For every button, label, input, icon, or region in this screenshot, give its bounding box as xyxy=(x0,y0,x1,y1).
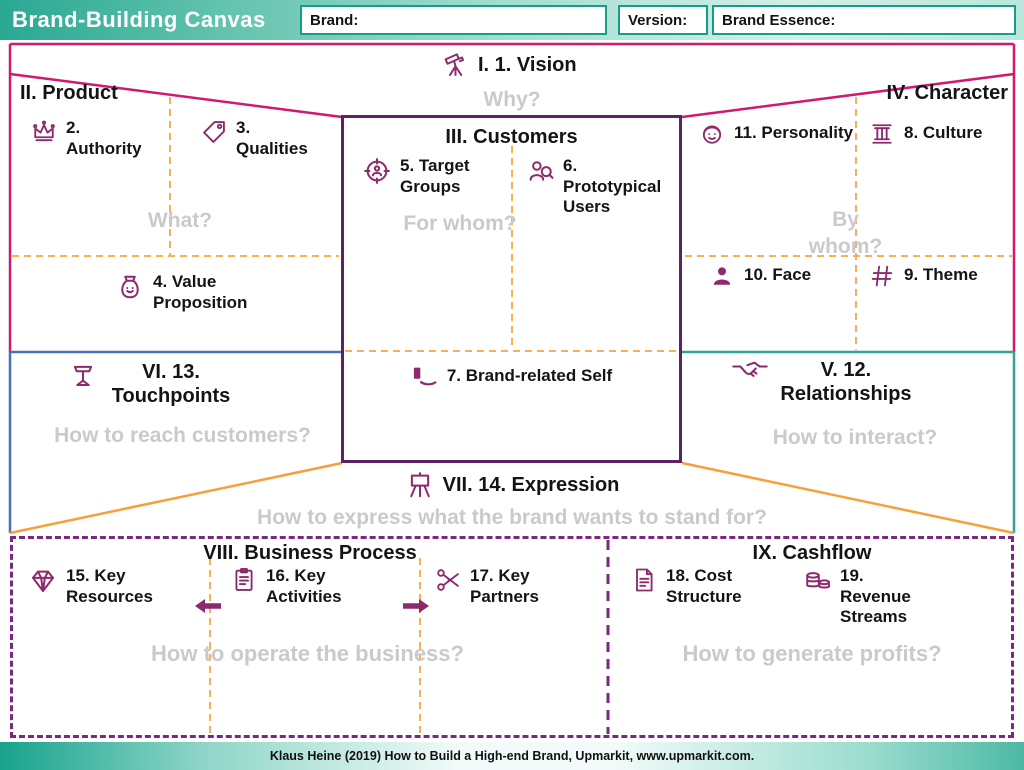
hashtag-icon xyxy=(868,262,896,290)
business-process-question: How to operate the business? xyxy=(151,641,464,666)
document-icon xyxy=(630,566,658,594)
section-title-cashflow: IX. Cashflow xyxy=(752,542,872,564)
person-bust-icon xyxy=(708,262,736,290)
face-smile-icon xyxy=(698,120,726,148)
relationships-question: How to interact? xyxy=(772,426,938,449)
citation-text: Klaus Heine (2019) How to Build a High-e… xyxy=(269,749,755,763)
business-process-cashflow-box xyxy=(10,536,1014,738)
user-search-icon xyxy=(525,156,555,186)
qualities-label: 3. Qualities xyxy=(236,118,308,158)
lectern-icon xyxy=(68,360,98,390)
relationships-title: V. 12. Relationships xyxy=(780,359,912,406)
culture-label: 8. Culture xyxy=(904,123,983,142)
header-bar: Brand-Building Canvas Brand: Version: Br… xyxy=(0,0,1024,40)
moneybag-icon xyxy=(115,272,145,302)
footer-bar: Klaus Heine (2019) How to Build a High-e… xyxy=(0,742,1024,770)
version-field[interactable]: Version: xyxy=(618,5,708,35)
item-cost-structure: 18. Cost Structure xyxy=(630,566,748,607)
touchpoints-title: VI. 13. Touchpoints xyxy=(111,361,231,408)
key-activities-label: 16. Key Activities xyxy=(266,566,342,606)
coins-icon xyxy=(802,566,832,596)
item-key-partners: 17. Key Partners xyxy=(434,566,548,607)
vision-block: I. 1. Vision xyxy=(440,50,577,80)
section-title-product: II. Product xyxy=(20,82,118,104)
clipboard-icon xyxy=(230,566,258,594)
version-field-label: Version: xyxy=(628,11,688,29)
item-face: 10. Face xyxy=(708,262,811,290)
item-personality: 11. Personality xyxy=(698,120,853,148)
arrow-left-icon xyxy=(195,598,221,619)
expression-block: VII. 14. Expression xyxy=(352,470,672,500)
relationships-block: V. 12. Relationships xyxy=(732,358,916,407)
target-groups-label: 5. Target Groups xyxy=(400,156,470,196)
gem-icon xyxy=(28,566,58,596)
page-title: Brand-Building Canvas xyxy=(12,7,266,32)
cashflow-question: How to generate profits? xyxy=(682,641,942,666)
value-proposition-label: 4. Value Proposition xyxy=(153,272,248,312)
theme-label: 9. Theme xyxy=(904,265,978,284)
brand-essence-field[interactable]: Brand Essence: xyxy=(712,5,1016,35)
expression-title: VII. 14. Expression xyxy=(442,474,620,496)
brand-related-self-label: 7. Brand-related Self xyxy=(446,366,613,385)
brand-essence-field-label: Brand Essence: xyxy=(722,11,836,29)
item-authority: 2. Authority xyxy=(30,118,146,159)
section-title-business-process: VIII. Business Process xyxy=(203,542,417,564)
item-value-proposition: 4. Value Proposition xyxy=(115,272,253,313)
key-resources-label: 15. Key Resources xyxy=(66,566,153,606)
scissors-icon xyxy=(434,566,462,594)
brand-field-label: Brand: xyxy=(310,11,359,29)
item-key-activities: 16. Key Activities xyxy=(230,566,346,607)
customers-question: For whom? xyxy=(403,212,517,235)
section-title-customers: III. Customers xyxy=(445,126,578,148)
crown-icon xyxy=(30,118,58,146)
brand-field[interactable]: Brand: xyxy=(300,5,607,35)
easel-icon xyxy=(405,470,435,500)
face-label: 10. Face xyxy=(744,265,812,284)
personality-label: 11. Personality xyxy=(734,123,854,142)
item-brand-related-self: 7. Brand-related Self xyxy=(341,363,682,391)
authority-label: 2. Authority xyxy=(66,118,142,158)
item-revenue-streams: 19. Revenue Streams xyxy=(802,566,935,628)
touchpoints-block: VI. 13. Touchpoints xyxy=(68,360,236,409)
customers-box xyxy=(341,115,682,463)
arrow-right-icon xyxy=(403,598,429,619)
item-key-resources: 15. Key Resources xyxy=(28,566,156,607)
item-culture: 8. Culture xyxy=(868,120,982,148)
item-target-groups: 5. Target Groups xyxy=(362,156,478,197)
prototypical-users-label: 6. Prototypical Users xyxy=(563,156,662,217)
tag-icon xyxy=(200,118,228,146)
item-theme: 9. Theme xyxy=(868,262,978,290)
vision-question: Why? xyxy=(483,88,541,111)
expression-question: How to express what the brand wants to s… xyxy=(257,506,767,529)
revenue-streams-label: 19. Revenue Streams xyxy=(840,566,911,627)
telescope-icon xyxy=(440,50,470,80)
target-icon xyxy=(362,156,392,186)
item-prototypical-users: 6. Prototypical Users xyxy=(525,156,663,218)
column-icon xyxy=(868,120,896,148)
vision-title: I. 1. Vision xyxy=(478,54,577,76)
section-title-character: IV. Character xyxy=(886,82,1008,104)
character-question: By whom? xyxy=(808,208,883,259)
key-partners-label: 17. Key Partners xyxy=(470,566,539,606)
touchpoints-question: How to reach customers? xyxy=(54,424,311,447)
handshake-icon xyxy=(732,358,768,384)
cost-structure-label: 18. Cost Structure xyxy=(666,566,742,606)
product-question: What? xyxy=(147,209,213,232)
selfie-icon xyxy=(411,363,439,391)
item-qualities: 3. Qualities xyxy=(200,118,308,159)
